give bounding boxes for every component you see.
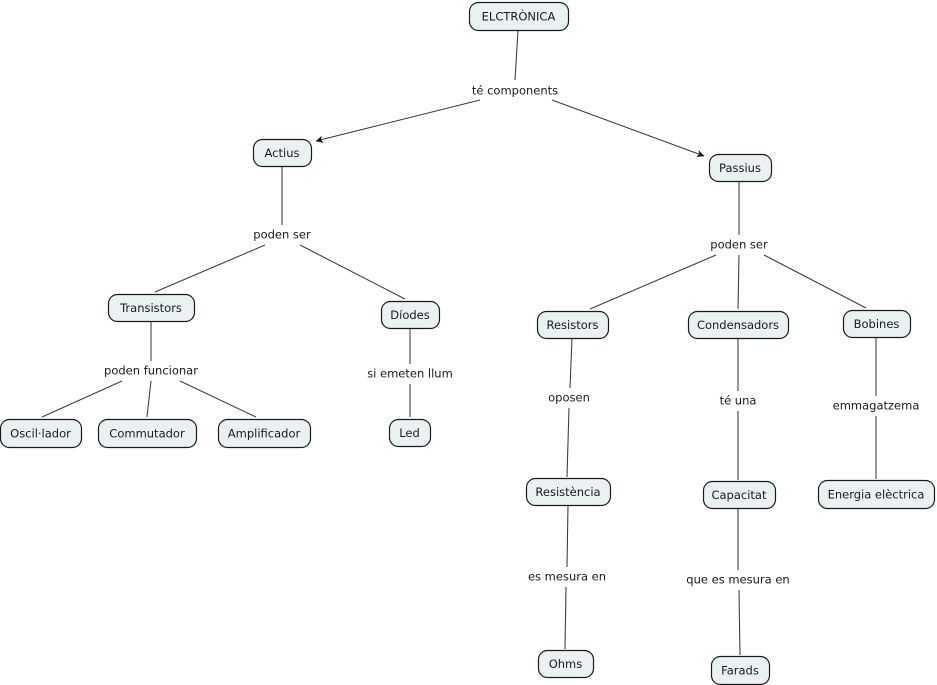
link-line-passius-poden-ser-2 (737, 254, 740, 310)
node-box-actius[interactable] (252, 138, 313, 168)
node-box-led[interactable] (388, 418, 432, 448)
link-line-te-components-2 (551, 99, 705, 158)
node-electronica[interactable]: ELCTRÒNICA (468, 1, 570, 32)
node-label-oscilador: Oscil·lador (10, 427, 71, 441)
node-amplificador[interactable]: Amplificador (217, 418, 312, 449)
node-farads[interactable]: Farads (710, 655, 771, 685)
node-label-energia: Energia elèctrica (828, 488, 925, 502)
node-label-resistors: Resistors (547, 318, 599, 332)
node-label-farads: Farads (721, 664, 759, 678)
link-label-condensadors-te-una: té una (720, 394, 757, 408)
link-line-transistors-poden-funcionar-1 (41, 380, 123, 418)
node-label-capacitat: Capacitat (711, 488, 766, 502)
link-line-actius-poden-ser-2 (299, 244, 406, 300)
node-box-condensadors[interactable] (687, 310, 790, 340)
node-box-passius[interactable] (708, 153, 773, 183)
node-box-commutador[interactable] (97, 418, 198, 449)
node-ohms[interactable]: Ohms (537, 649, 595, 679)
node-resistors[interactable]: Resistors (536, 310, 610, 340)
link-line-capacitat-que-es-mesura-en-1 (738, 589, 741, 656)
node-diodes[interactable]: Díodes (380, 300, 441, 330)
node-label-resistencia: Resistència (535, 485, 600, 499)
node-label-led: Led (399, 426, 420, 440)
link-label-passius-poden-ser: poden ser (710, 238, 768, 252)
link-label-capacitat-que-es-mesura-en: que es mesura en (686, 573, 789, 587)
node-label-diodes: Díodes (390, 308, 429, 322)
node-label-transistors: Transistors (119, 301, 182, 315)
link-line-te-components-0 (514, 29, 519, 81)
node-label-condensadors: Condensadors (697, 318, 779, 332)
link-label-te-components: té components (472, 84, 558, 98)
link-line-transistors-poden-funcionar-2 (146, 380, 152, 418)
node-bobines[interactable]: Bobines (842, 309, 912, 339)
node-box-capacitat[interactable] (702, 480, 777, 510)
link-label-transistors-poden-funcionar: poden funcionar (104, 364, 198, 378)
node-label-electronica: ELCTRÒNICA (482, 9, 556, 24)
node-box-energia[interactable] (817, 479, 936, 510)
link-line-passius-poden-ser-1 (589, 254, 717, 310)
node-energia[interactable]: Energia elèctrica (817, 479, 936, 510)
node-box-diodes[interactable] (380, 300, 441, 330)
node-label-amplificador: Amplificador (228, 427, 301, 441)
node-transistors[interactable]: Transistors (107, 293, 196, 323)
link-line-resistors-oposen-1 (566, 407, 570, 478)
node-passius[interactable]: Passius (708, 153, 773, 183)
node-box-bobines[interactable] (842, 309, 912, 339)
link-line-transistors-poden-funcionar-3 (179, 380, 257, 418)
link-label-diodes-si-emeten-llum: si emeten llum (367, 367, 453, 381)
node-box-ohms[interactable] (537, 649, 595, 679)
link-line-passius-poden-ser-3 (763, 254, 867, 309)
node-oscilador[interactable]: Oscil·lador (0, 418, 83, 449)
link-label-resistencia-es-mesura-en: es mesura en (528, 570, 606, 584)
node-commutador[interactable]: Commutador (97, 418, 198, 449)
node-box-resistencia[interactable] (525, 477, 612, 507)
link-label-resistors-oposen: oposen (548, 391, 590, 405)
link-label-actius-poden-ser: poden ser (253, 228, 311, 242)
links-layer (41, 29, 877, 656)
node-box-electronica[interactable] (468, 1, 570, 32)
node-box-amplificador[interactable] (217, 418, 312, 449)
link-line-resistencia-es-mesura-en-0 (566, 504, 569, 568)
link-label-bobines-emmagatzema: emmagatzema (833, 399, 920, 413)
node-actius[interactable]: Actius (252, 138, 313, 168)
link-labels-layer: té components poden ser poden funcionar si … (104, 84, 919, 587)
node-label-actius: Actius (265, 146, 300, 160)
node-resistencia[interactable]: Resistència (525, 477, 612, 507)
node-label-bobines: Bobines (854, 317, 900, 331)
link-line-resistors-oposen-0 (569, 337, 573, 389)
node-box-resistors[interactable] (536, 310, 610, 340)
node-label-passius: Passius (719, 161, 761, 175)
node-led[interactable]: Led (388, 418, 432, 448)
node-label-commutador: Commutador (109, 427, 185, 441)
node-box-oscilador[interactable] (0, 418, 83, 449)
link-line-actius-poden-ser-1 (154, 244, 266, 293)
node-label-ohms: Ohms (549, 657, 583, 671)
node-capacitat[interactable]: Capacitat (702, 480, 777, 510)
node-box-transistors[interactable] (107, 293, 196, 323)
link-line-resistencia-es-mesura-en-1 (564, 586, 567, 650)
link-line-te-components-1 (315, 99, 481, 143)
node-condensadors[interactable]: Condensadors (687, 310, 790, 340)
